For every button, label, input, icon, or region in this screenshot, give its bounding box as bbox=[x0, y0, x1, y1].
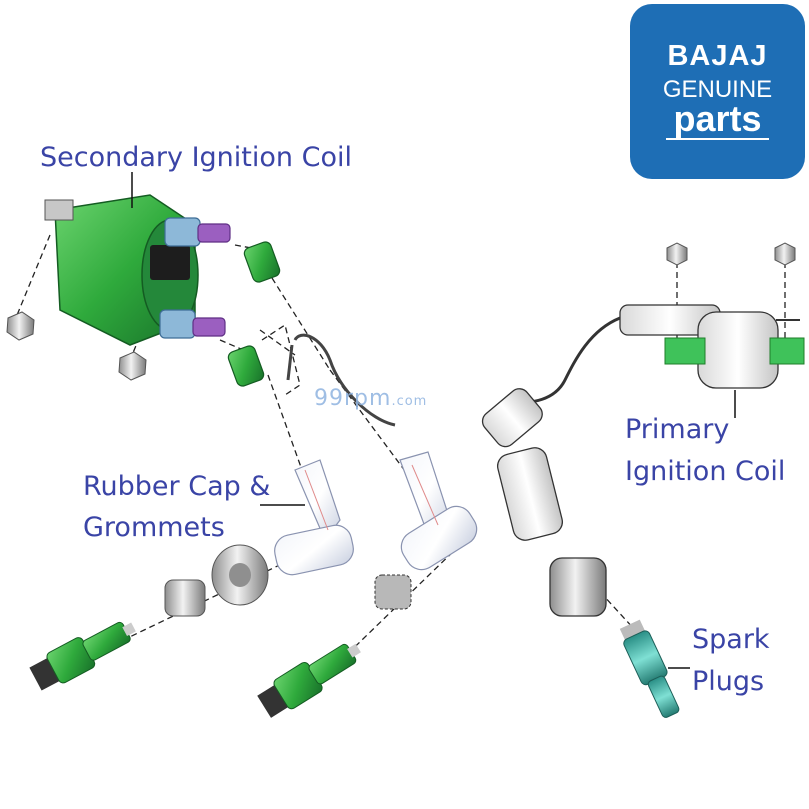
logo-underline bbox=[666, 138, 769, 140]
rubber-cap-left bbox=[274, 459, 354, 576]
label-spark-line2: Plugs bbox=[692, 666, 765, 697]
spark-plug-boot bbox=[481, 388, 607, 617]
primary-coil-bolts bbox=[666, 242, 796, 266]
label-rubber-cap-line2: Grommets bbox=[83, 512, 225, 543]
primary-ignition-coil bbox=[619, 304, 805, 389]
label-secondary-ignition-coil: Secondary Ignition Coil bbox=[40, 142, 352, 173]
logo-genuine: GENUINE bbox=[662, 76, 773, 103]
label-primary-line1: Primary bbox=[625, 414, 730, 445]
watermark: 99rpm.com bbox=[314, 386, 427, 411]
coil-mounting-bolts bbox=[6, 311, 147, 381]
label-primary-line2: Ignition Coil bbox=[625, 456, 786, 487]
ht-wire bbox=[293, 333, 396, 427]
spark-plug-middle bbox=[257, 643, 361, 718]
label-spark-line1: Spark bbox=[692, 624, 770, 655]
bajaj-genuine-parts-logo: BAJAJ GENUINE parts bbox=[630, 4, 805, 179]
primary-coil-wire bbox=[514, 316, 621, 404]
label-rubber-cap-line1: Rubber Cap & bbox=[83, 471, 271, 502]
watermark-suffix: .com bbox=[391, 394, 428, 409]
logo-brand: BAJAJ bbox=[667, 40, 768, 72]
spark-plug-right bbox=[619, 619, 680, 718]
rubber-cap-right bbox=[399, 451, 478, 571]
watermark-main: 99rpm bbox=[314, 386, 392, 411]
grommets bbox=[164, 544, 412, 617]
ht-wire-short bbox=[286, 344, 294, 381]
green-terminal-caps bbox=[227, 241, 281, 387]
secondary-ignition-coil bbox=[44, 194, 231, 346]
spark-plug-left bbox=[29, 621, 136, 691]
logo-parts: parts bbox=[673, 98, 762, 139]
label-leader-lines bbox=[131, 172, 736, 669]
